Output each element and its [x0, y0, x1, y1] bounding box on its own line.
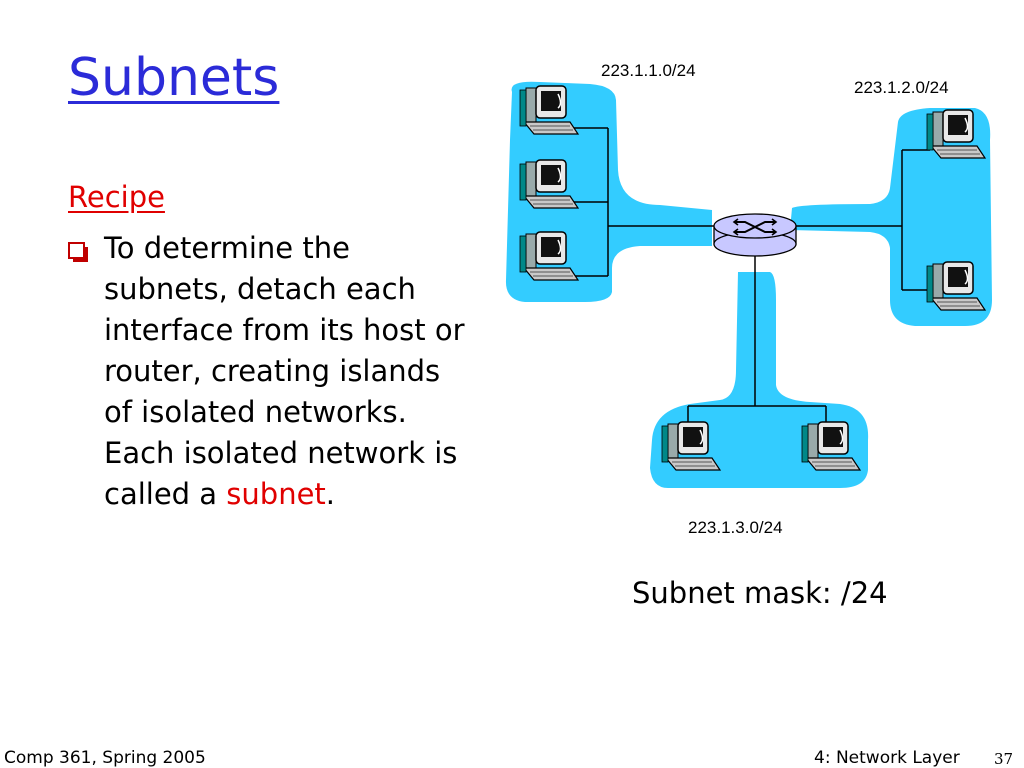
slide-title: Subnets — [68, 48, 280, 108]
page-number: 37 — [994, 750, 1014, 768]
recipe-heading: Recipe — [68, 180, 165, 214]
subnet-mask-label: Subnet mask: /24 — [632, 576, 888, 610]
subnet-address-1: 223.1.1.0/24 — [601, 61, 696, 80]
router-icon — [713, 213, 797, 257]
subnet-address-3: 223.1.3.0/24 — [688, 518, 783, 537]
subnet-island-3 — [650, 272, 869, 488]
bullet-box-icon — [68, 242, 88, 262]
bullet-text: To determine the subnets, detach each in… — [104, 228, 474, 515]
subnet-term: subnet — [226, 477, 326, 511]
footer-chapter: 4: Network Layer — [814, 748, 960, 768]
links — [568, 127, 930, 436]
bullet-period: . — [325, 477, 336, 511]
bullet-body: To determine the subnets, detach each in… — [104, 231, 465, 511]
footer-course: Comp 361, Spring 2005 — [4, 748, 206, 768]
bullet-item: To determine the subnets, detach each in… — [68, 228, 478, 515]
subnet-address-2: 223.1.2.0/24 — [854, 78, 949, 97]
